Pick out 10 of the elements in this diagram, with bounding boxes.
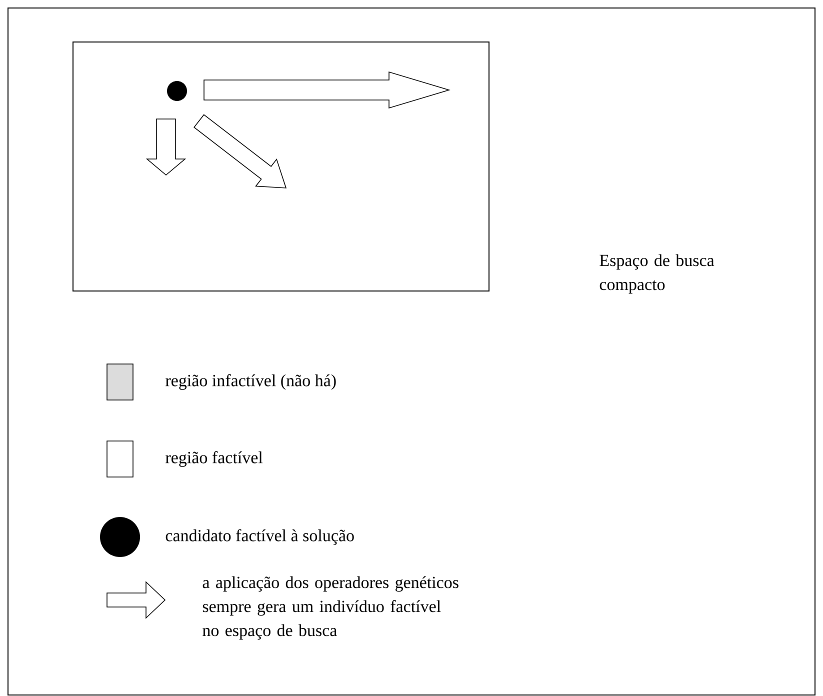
solution-dot <box>167 81 187 101</box>
space-caption: Espaço de busca compacto <box>600 254 714 294</box>
legend-text: a aplicação dos operadores genéticos sempre gera um indivíduo factível no espaço de busca <box>202 576 458 640</box>
legend-text: região factível <box>166 451 263 467</box>
search-space-box <box>72 42 490 292</box>
legend-text: região infactível (não há) <box>166 374 336 390</box>
block-arrow <box>146 118 186 176</box>
legend-text: candidato factível à solução <box>166 529 354 545</box>
block-arrow <box>194 114 287 188</box>
block-arrow <box>204 71 450 109</box>
